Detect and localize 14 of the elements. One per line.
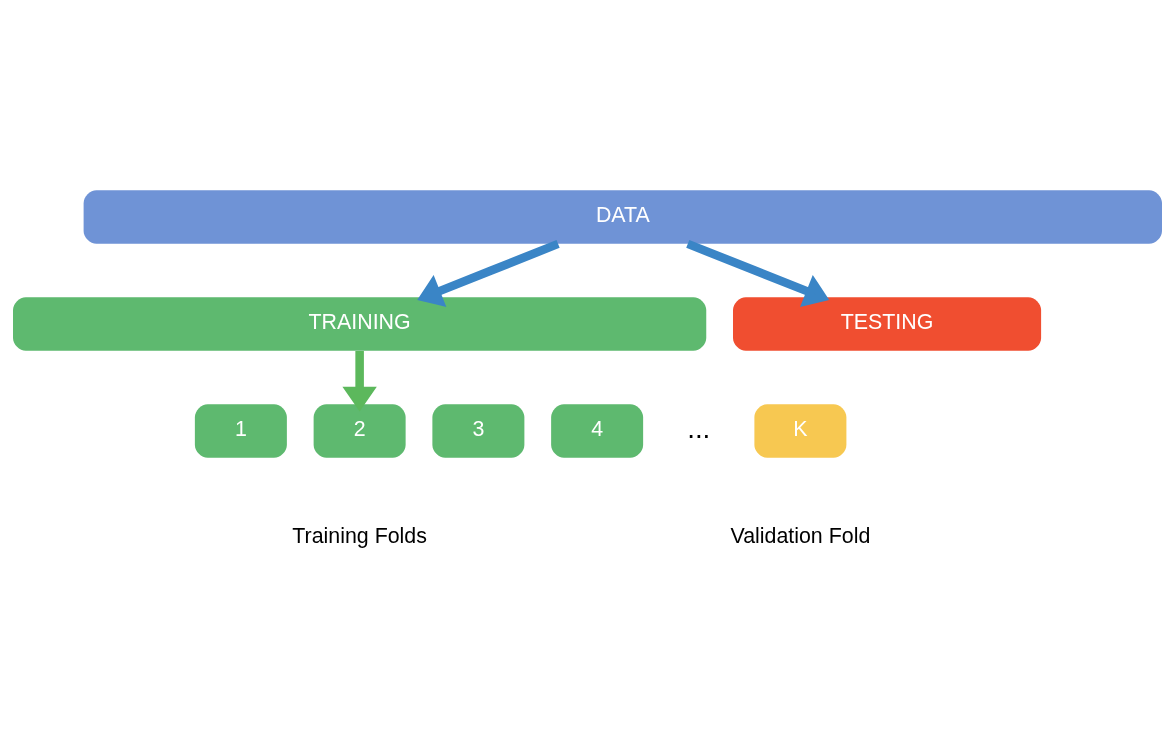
node-box: TRAINING — [13, 296, 707, 351]
label: Training Folds — [292, 523, 427, 548]
arrow — [686, 239, 830, 307]
node-box: 4 — [551, 403, 644, 458]
node-box: 1 — [194, 403, 287, 458]
arrow — [417, 239, 560, 307]
label: ... — [687, 412, 711, 444]
label: Validation Fold — [730, 523, 871, 548]
node-box: K — [754, 403, 847, 458]
node-box: TESTING — [733, 296, 1042, 351]
arrow — [342, 350, 377, 411]
node-box: DATA — [83, 189, 1162, 244]
node-box: 3 — [432, 403, 525, 458]
node-box: 2 — [313, 403, 406, 458]
